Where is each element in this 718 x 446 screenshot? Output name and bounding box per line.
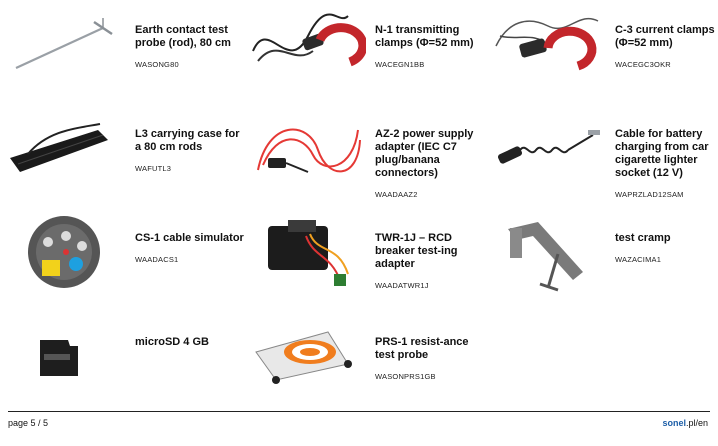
item-test-cramp: test cramp WAZACIMA1 [488,214,718,314]
item-twr1j-adapter: TWR-1J – RCD breaker test-ing adapter WA… [248,214,486,314]
item-title: L3 carrying case for a 80 cm rods [135,128,240,153]
black-clamp-icon [248,6,366,86]
rcd-adapter-icon [248,214,366,294]
page-number: page 5 / 5 [8,418,49,428]
item-title: Earth contact test probe (rod), 80 cm [135,24,231,49]
item-cs1-simulator: CS-1 cable simulator WAADACS1 [8,214,246,314]
item-code: WASONPRS1GB [375,372,436,381]
item-code: WACEGN1BB [375,60,425,69]
item-n1-clamps: N-1 transmitting clamps (Φ=52 mm) WACEGN… [248,6,486,106]
item-code: WAADATWR1J [375,281,429,290]
item-code: WAADACS1 [135,255,179,264]
item-title: TWR-1J – RCD breaker test-ing adapter [375,232,458,270]
red-clamp-icon [488,6,606,86]
microsd-card-icon [8,318,126,398]
item-l3-case: L3 carrying case for a 80 cm rods WAFUTL… [8,110,246,210]
red-cable-adapter-icon [248,110,366,190]
cable-simulator-icon [8,214,126,294]
item-title: microSD 4 GB [135,336,209,348]
item-title: CS-1 cable simulator [135,232,244,244]
item-code: WACEGC3OKR [615,60,671,69]
item-code: WAFUTL3 [135,164,172,173]
resistance-probe-icon [248,318,366,398]
ground-probe-rod-icon [8,6,126,86]
item-code: WAADAAZ2 [375,190,418,199]
site-brand: sonel [662,418,686,428]
item-earth-probe: Earth contact test probe (rod), 80 cm WA… [8,6,246,106]
item-title: N-1 transmitting clamps (Φ=52 mm) [375,24,474,49]
item-c3-clamps: C-3 current clamps (Φ=52 mm) WACEGC3OKR [488,6,718,106]
footer-divider [8,411,710,412]
accessories-grid: Earth contact test probe (rod), 80 cm WA… [8,6,718,384]
item-code: WAPRZLAD12SAM [615,190,684,199]
item-code: WASONG80 [135,60,179,69]
item-az2-adapter: AZ-2 power supply adapter (IEC C7 plug/b… [248,110,486,210]
item-microsd: microSD 4 GB [8,318,246,418]
item-title: Cable for battery charging from car ciga… [615,128,709,179]
item-code: WAZACIMA1 [615,255,662,264]
item-title: C-3 current clamps (Φ=52 mm) [615,24,715,49]
item-title: test cramp [615,232,671,244]
item-prs1-probe: PRS-1 resist-ance test probe WASONPRS1GB [248,318,486,418]
item-title: PRS-1 resist-ance test probe [375,336,469,361]
c-clamp-icon [488,214,606,294]
site-suffix: .pl/en [685,418,708,428]
carrying-case-icon [8,110,126,190]
item-title: AZ-2 power supply adapter (IEC C7 plug/b… [375,128,474,179]
item-car-charger: Cable for battery charging from car ciga… [488,110,718,210]
car-charger-cable-icon [488,110,606,190]
footer-website-link[interactable]: sonel.pl/en [662,418,708,428]
